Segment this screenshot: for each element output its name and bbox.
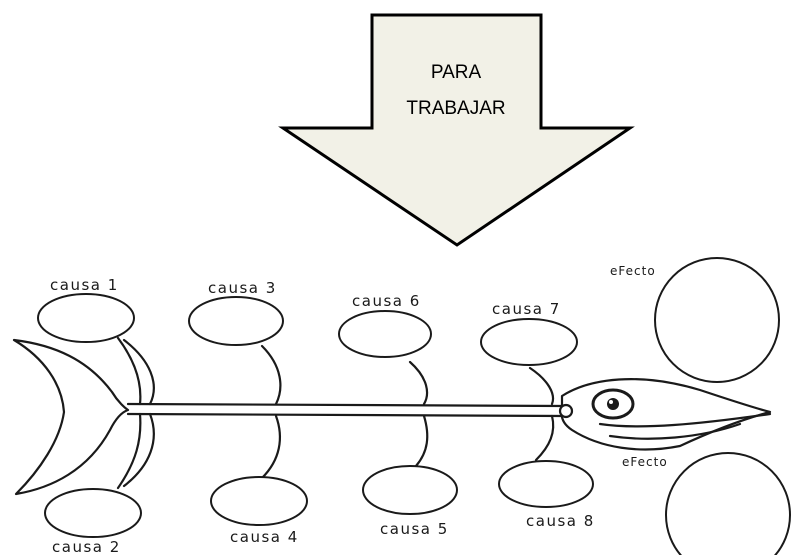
cause-8-label: causa 8 [526,512,595,530]
rib-1-lower-b [122,412,155,488]
fish-skeleton [12,336,772,496]
fish-tail [12,338,130,496]
cause-3-bubble [188,296,284,346]
cause-1-label: causa 1 [50,276,119,294]
cause-1: causa 1 [37,276,135,343]
fish-head-knob [558,403,574,419]
cause-6-label: causa 6 [352,292,421,310]
fish-pupil-highlight [609,400,613,404]
rib-2-lower [260,414,282,480]
fish-mouth [598,412,772,428]
rib-2-upper [260,344,282,406]
arrow-label-line2: TRABAJAR [406,98,505,119]
cause-4-label: causa 4 [230,528,299,546]
cause-6-bubble [338,310,432,358]
cause-2-bubble [44,488,142,538]
rib-1-upper-b [122,338,155,406]
cause-8: causa 8 [498,460,595,530]
rib-1-lower [116,412,142,490]
cause-6: causa 6 [338,292,432,358]
cause-1-bubble [37,293,135,343]
effect-bottom: eFecto [622,452,791,555]
effect-top: eFecto [610,257,780,383]
rib-4-upper [528,366,555,406]
effect-top-bubble [654,257,780,383]
effect-top-label: eFecto [610,264,656,278]
cause-3-label: causa 3 [208,279,277,297]
down-arrow-shape [278,13,635,247]
cause-2-label: causa 2 [52,538,121,555]
cause-8-bubble [498,460,594,508]
cause-4: causa 4 [210,476,308,546]
cause-3: causa 3 [188,279,284,346]
cause-2: causa 2 [44,488,142,555]
rib-4-lower [534,414,555,462]
arrow-label-line1: PARA [431,62,482,83]
cause-4-bubble [210,476,308,526]
rib-3-upper [408,360,429,406]
rib-3-lower [414,414,429,468]
fish-spine [126,402,567,418]
cause-5-label: causa 5 [380,520,449,538]
fish-mouth-lower [608,422,742,440]
effect-bottom-bubble [665,452,791,555]
rib-1-upper [116,336,142,406]
cause-7-bubble [480,318,578,366]
down-arrow: PARA TRABAJAR [278,13,635,247]
fish-head [560,378,772,451]
cause-7: causa 7 [480,300,578,366]
cause-7-label: causa 7 [492,300,561,318]
cause-5: causa 5 [362,465,458,538]
fish-pupil [607,398,619,410]
effect-bottom-label: eFecto [622,455,668,469]
cause-5-bubble [362,465,458,515]
